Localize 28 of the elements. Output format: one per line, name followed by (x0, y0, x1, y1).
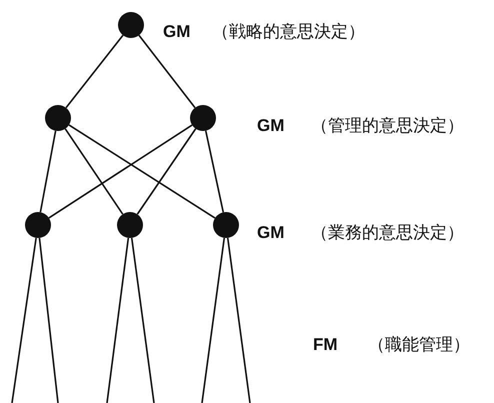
connector-line (204, 130, 224, 212)
circle-node (190, 105, 216, 131)
level-description: （職能管理） (368, 335, 470, 355)
level-description: （管理的意思決定） (311, 116, 464, 136)
level-code: GM (163, 22, 190, 42)
level-code: GM (257, 116, 284, 136)
connector-line (68, 124, 216, 219)
connector-line (201, 238, 226, 403)
circle-node (117, 212, 143, 238)
connector-line (11, 238, 37, 403)
level-code: GM (257, 223, 284, 243)
connector-line (136, 128, 196, 215)
level-code: FM (313, 335, 338, 355)
circle-node (25, 212, 51, 238)
connector-line (106, 238, 130, 403)
connector-line (38, 238, 59, 403)
circle-node (213, 212, 239, 238)
circle-node (45, 105, 71, 131)
level-description: （戦略的意思決定） (212, 22, 365, 42)
connector-line (130, 238, 155, 403)
connector-line (65, 34, 124, 108)
connector-line (40, 130, 56, 212)
level-description: （業務的意思決定） (311, 223, 464, 243)
connector-line (226, 238, 251, 403)
circle-node (118, 12, 144, 38)
connector-line (64, 128, 124, 215)
connector-line (138, 34, 196, 108)
connector-line (48, 124, 193, 219)
